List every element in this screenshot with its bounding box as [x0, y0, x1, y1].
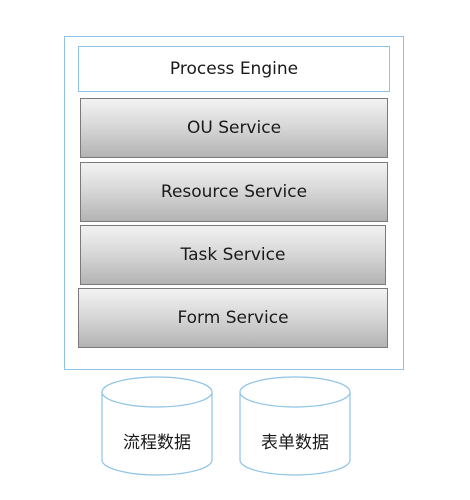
- process-data-database: 流程数据: [101, 376, 213, 476]
- ou-service-box: OU Service: [80, 98, 388, 158]
- ou-service-label: OU Service: [186, 118, 282, 138]
- database-cylinder-icon: [239, 376, 351, 476]
- resource-service-label: Resource Service: [160, 182, 308, 202]
- form-data-database: 表单数据: [239, 376, 351, 476]
- process-engine-box: Process Engine: [78, 46, 390, 92]
- task-service-label: Task Service: [180, 245, 286, 265]
- form-service-label: Form Service: [177, 308, 289, 328]
- process-engine-label: Process Engine: [169, 59, 299, 79]
- form-service-box: Form Service: [78, 288, 388, 348]
- process-data-label: 流程数据: [123, 433, 191, 453]
- database-cylinder-icon: [101, 376, 213, 476]
- resource-service-box: Resource Service: [80, 162, 388, 222]
- task-service-box: Task Service: [80, 225, 386, 285]
- form-data-label: 表单数据: [261, 433, 329, 453]
